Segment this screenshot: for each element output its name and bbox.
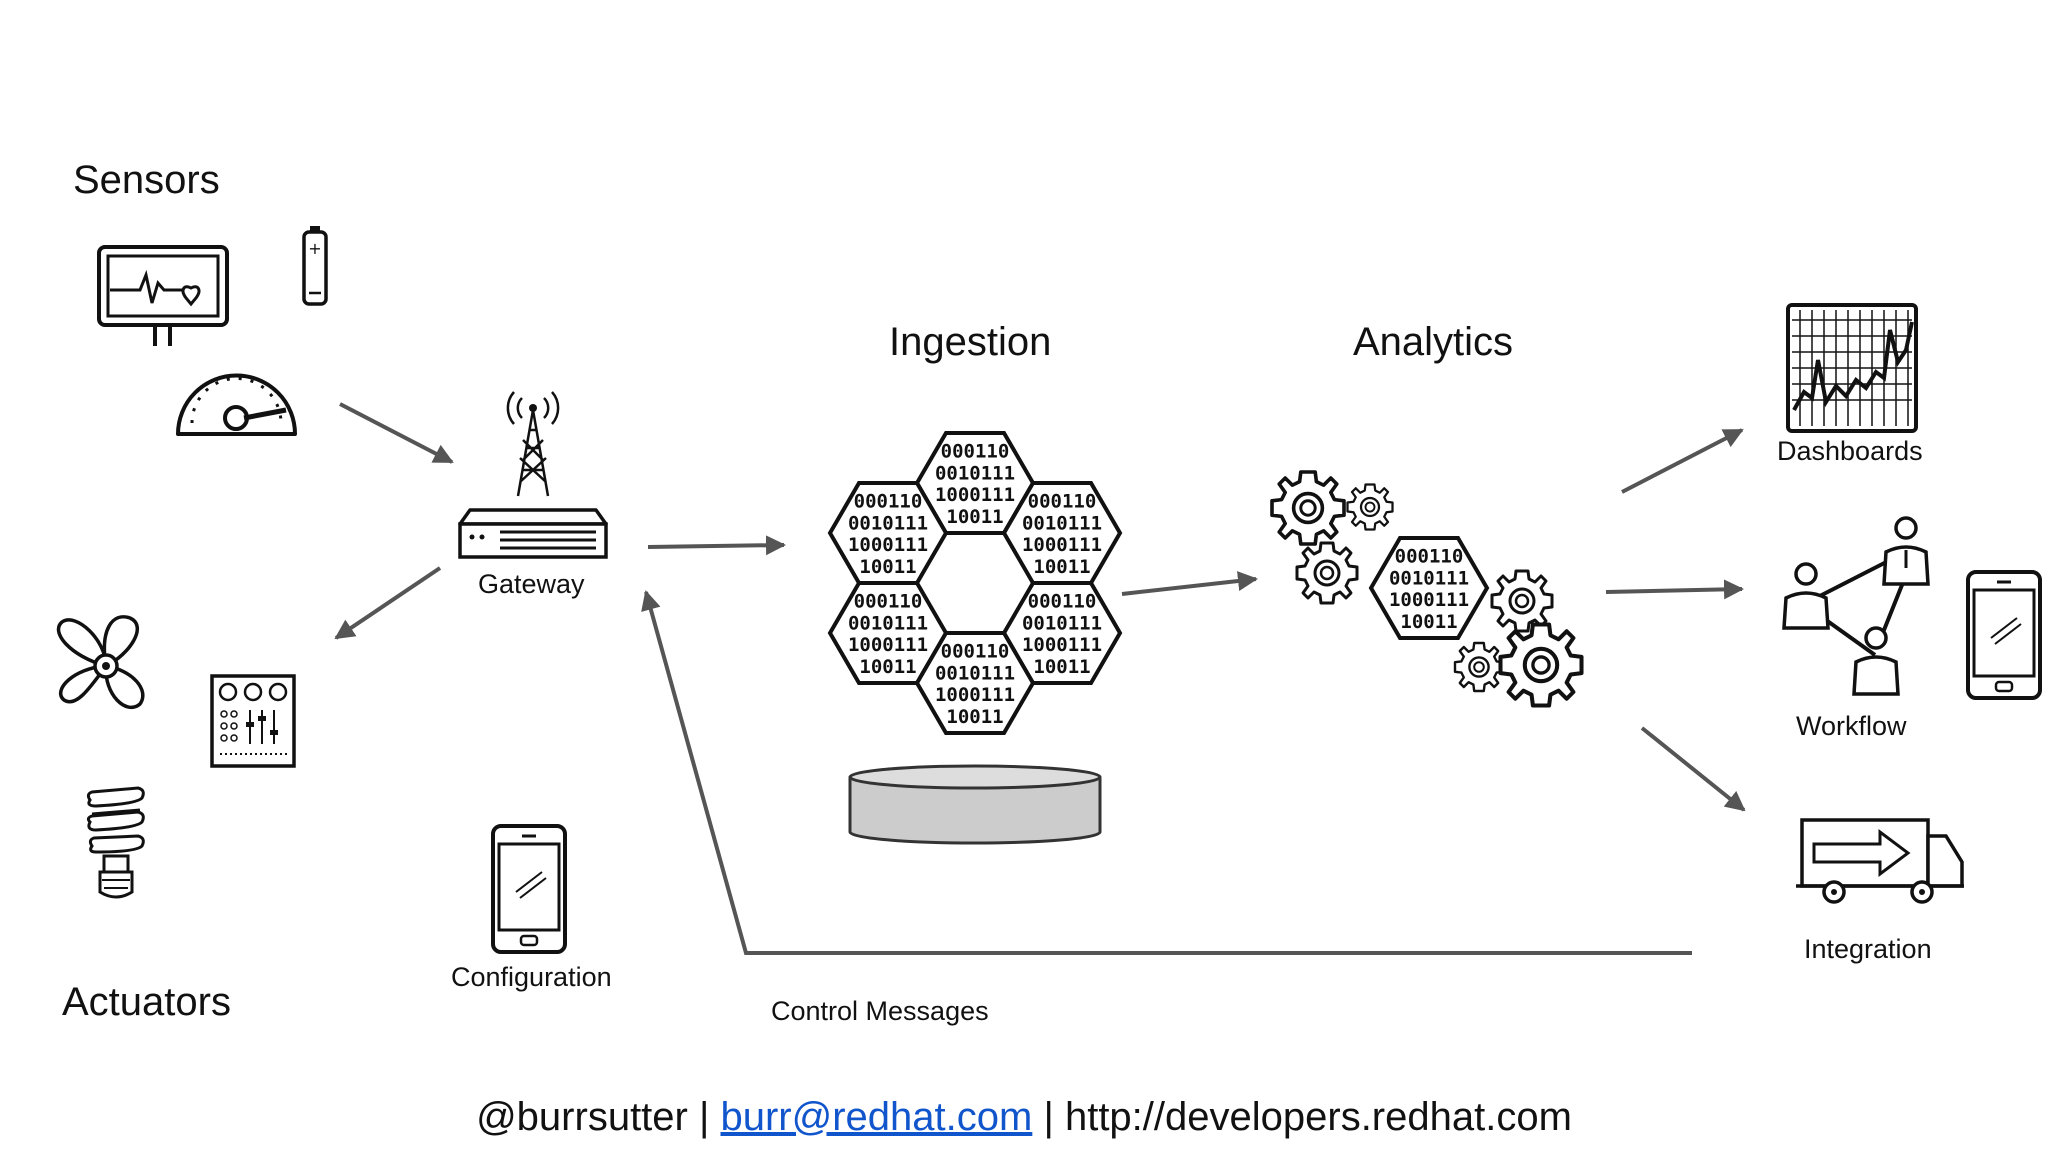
lightbulb-icon (86, 786, 145, 899)
hex-binary-text: 000110 (1028, 491, 1097, 513)
hex-binary-text: 1000111 (935, 684, 1015, 706)
hex-binary-text: 1000111 (848, 534, 928, 556)
workflow-label: Workflow (1796, 711, 1907, 741)
hex-binary-text: 10011 (1400, 611, 1457, 633)
hex-binary-text: 0010111 (1022, 612, 1102, 634)
control-panel-icon (210, 674, 296, 768)
hex-binary-text: 10011 (1033, 656, 1090, 678)
fan-icon (56, 615, 145, 710)
arrow-analytics-to-dashboards (1621, 428, 1744, 494)
hex-binary-text: 1000111 (935, 484, 1015, 506)
hex-binary-text: 10011 (859, 556, 916, 578)
mobile-phone-icon (491, 824, 567, 954)
gauge-icon (176, 373, 297, 436)
flow-arrows (334, 402, 1746, 955)
hex-binary-text: 1000111 (1022, 534, 1102, 556)
svg-text:+: + (308, 239, 321, 258)
hex-binary-text: 10011 (859, 656, 916, 678)
actuators-label: Actuators (62, 980, 231, 1024)
dashboard-chart-icon (1786, 303, 1918, 433)
hex-binary-text: 000110 (941, 441, 1010, 463)
analytics-label: Analytics (1353, 320, 1514, 364)
hex-binary-text: 0010111 (935, 662, 1015, 684)
hex-binary-text: 1000111 (1022, 634, 1102, 656)
hex-binary-text: 0010111 (848, 512, 928, 534)
configuration-label: Configuration (451, 962, 612, 992)
battery-icon: + (302, 226, 328, 306)
hex-binary-text: 0010111 (935, 462, 1015, 484)
arrow-sensors-to-gateway (339, 402, 454, 464)
ingestion-label: Ingestion (889, 320, 1052, 364)
arrow-gateway-to-actuators (334, 566, 442, 640)
footer-url: http://developers.redhat.com (1064, 1095, 1572, 1139)
integration-label: Integration (1804, 934, 1932, 964)
footer-separator-1: | (687, 1095, 721, 1139)
footer-separator-2: | (1032, 1095, 1065, 1139)
arrow-analytics-to-workflow (1605, 579, 1744, 600)
ingestion-hex-cluster: 0001100010111100011110011000110001011110… (827, 431, 1123, 735)
hex-binary-text: 000110 (941, 641, 1010, 663)
hex-binary-text: 000110 (854, 491, 923, 513)
arrow-analytics-to-integration (1640, 726, 1746, 812)
antenna-tower-icon (506, 391, 560, 497)
control-messages-label: Control Messages (771, 996, 989, 1026)
hex-binary-text: 10011 (946, 506, 1003, 528)
footer-email-link[interactable]: burr@redhat.com (720, 1095, 1033, 1139)
hex-binary-text: 000110 (1395, 546, 1464, 568)
hex-binary-text: 000110 (854, 591, 923, 613)
hex-binary-text: 10011 (946, 706, 1003, 728)
hex-binary-text: 1000111 (1389, 589, 1469, 611)
heart-monitor-icon (97, 245, 229, 346)
hex-binary-text: 0010111 (1389, 567, 1469, 589)
hex-binary-text: 0010111 (848, 612, 928, 634)
gateway-label: Gateway (478, 569, 585, 599)
footer: @burrsutter | burr@redhat.com | http://d… (0, 1095, 2048, 1140)
sensors-label: Sensors (73, 158, 220, 202)
delivery-truck-icon (1796, 818, 1964, 904)
footer-handle: @burrsutter (476, 1095, 688, 1139)
arrow-control-messages (641, 590, 1692, 955)
gateway-device-icon (458, 508, 608, 559)
hex-binary-text: 1000111 (848, 634, 928, 656)
arrow-ingestion-to-analytics (1121, 571, 1258, 596)
storage-disk-icon (848, 764, 1102, 845)
dashboards-label: Dashboards (1777, 436, 1923, 466)
workflow-people-icon (1782, 516, 1930, 696)
hex-binary-text: 000110 (1028, 591, 1097, 613)
mobile-phone-icon-right (1966, 570, 2042, 700)
hex-binary-text: 10011 (1033, 556, 1090, 578)
hex-binary-text: 0010111 (1022, 512, 1102, 534)
arrow-gateway-to-ingestion (647, 535, 786, 556)
